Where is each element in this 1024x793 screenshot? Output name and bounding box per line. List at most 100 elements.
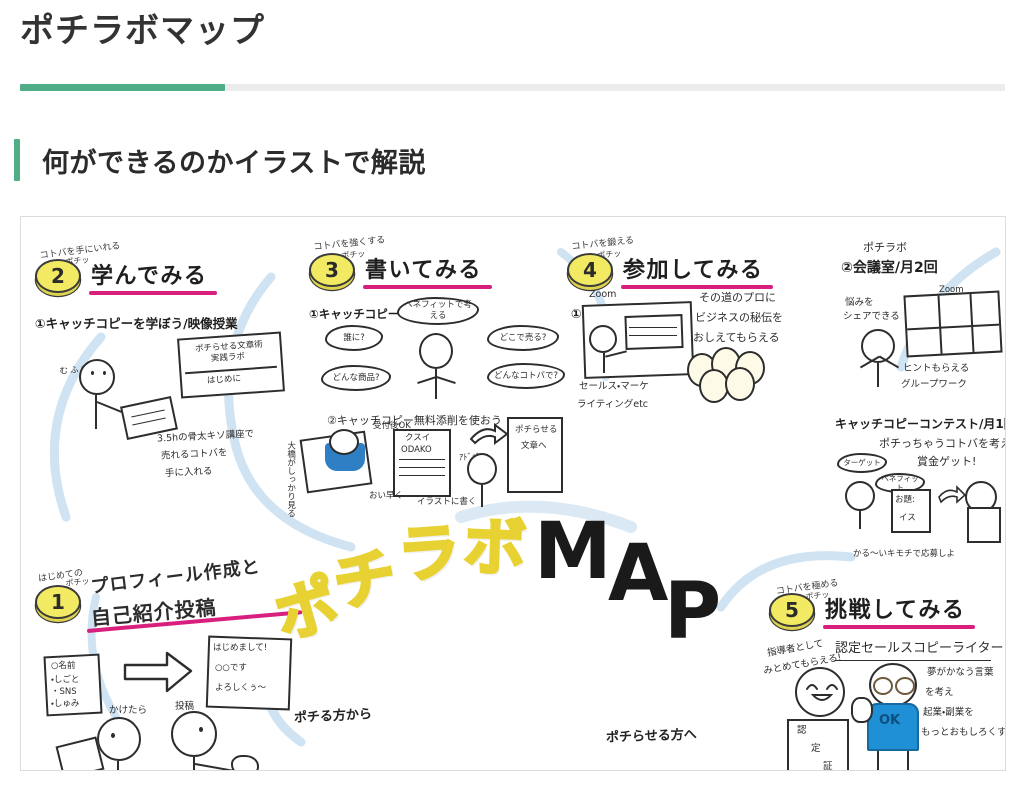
section-1-field-sns: ・SNS — [51, 687, 77, 697]
section-4: コトバを鍛える ポチッ 4 参加してみる ①セミナー/月1回 Zoom — [567, 229, 827, 410]
section-2-title-row: 2 学んでみる — [35, 259, 305, 295]
right-column: ポチラボ ②会議室/月2回 Zoom 悩みを シェアできる ヒントもらえる — [833, 241, 1005, 559]
right-question-box — [891, 489, 931, 533]
section-3-item-2: ②キャッチコピー無料添削を使おう — [327, 414, 502, 427]
section-3-result-2: 文章へ — [521, 441, 547, 451]
right-note-3: ヒントもらえる — [903, 363, 970, 374]
arrow-right-icon — [938, 485, 967, 504]
section-5-item-1: 認定セールスコピーライター — [835, 641, 1004, 657]
section-5-person-shirt — [867, 703, 919, 751]
section-1-field-hobby: ・しゅみ — [51, 699, 80, 709]
section-4-note-4: セールス・マーケ — [579, 381, 649, 392]
section-3-result-1: ポチらせる — [515, 425, 558, 435]
coin-disc-icon — [35, 259, 81, 294]
stick-figure-head-icon — [467, 453, 497, 485]
logo-caption-right: ポチらせる方へ — [605, 727, 697, 746]
section-3-bubble-words: どんなコトバで? — [487, 363, 565, 389]
right-note-4: グループワーク — [901, 379, 967, 390]
right-note-2: シェアできる — [843, 311, 900, 322]
logo-map-p: P — [664, 567, 721, 657]
stick-figure-head-icon — [419, 333, 453, 369]
stick-body — [481, 485, 483, 507]
coin-disc-icon — [35, 585, 81, 620]
right-item-2: ②会議室/月2回 — [839, 259, 941, 278]
eye-icon — [111, 733, 115, 738]
logo-char-3: ラ — [394, 513, 464, 593]
section-3-result-doc — [507, 417, 563, 493]
stick-figure-head-icon — [795, 667, 845, 717]
right-zoom-label: Zoom — [939, 285, 964, 295]
section-4-note-3: おしえてもらえる — [693, 331, 780, 344]
logo-char-2: チ — [327, 537, 404, 623]
section-1-post-line3: よろしくぅ～ — [215, 683, 267, 693]
stick-body — [603, 353, 605, 373]
section-4-note-1: その道のプロに — [699, 291, 776, 304]
section-3-doc — [393, 429, 451, 497]
glasses-left-icon — [873, 677, 893, 695]
right-lab-label: ポチラボ — [863, 241, 907, 254]
section-3-note-hurry: おい早く — [369, 491, 404, 501]
right-question-label: お題: — [895, 495, 915, 505]
section-5: コトバを極める ポチッ 5 挑戦してみる 認定セールスコピーライター 指導者とし… — [757, 571, 1005, 770]
section-4-zoom-label: Zoom — [589, 289, 617, 300]
audience-head-icon — [725, 367, 755, 401]
section-5-number-badge: 5 — [769, 593, 815, 628]
eye-icon — [91, 371, 94, 375]
section-5-note-3: 夢がかなう言葉 — [927, 667, 994, 678]
slide-line — [629, 335, 677, 336]
section-4-number: 4 — [583, 258, 597, 283]
eye-icon — [199, 727, 203, 732]
section-5-item-underline — [835, 659, 991, 662]
right-bubble-target: ターゲット — [837, 453, 887, 473]
stick-body — [95, 395, 97, 429]
section-1-number: 1 — [51, 590, 65, 615]
coin-disc-icon — [309, 253, 355, 288]
title-underline-fill — [20, 84, 225, 91]
slide-line — [629, 327, 677, 328]
logo-char-4: ボ — [461, 508, 529, 586]
section-1-field-name: ○名前 — [51, 661, 76, 671]
arrow-right-icon — [123, 651, 193, 693]
section-3-note-watch: 大橋がしっかり見る — [285, 441, 296, 518]
doc-line — [399, 459, 445, 461]
section-5-note-5: 起業・副業を — [923, 707, 974, 718]
section-3-doc-title: クスイ — [405, 433, 431, 443]
section-4-slide — [624, 313, 684, 351]
section-5-ok-badge: OK — [879, 713, 901, 728]
section-4-note-5: ライティングetc — [577, 399, 649, 410]
section-5-note-4: を考え — [925, 687, 954, 698]
section-3-bubble-benefit: ベネフィットで考える — [397, 297, 479, 325]
stick-figure-head-icon — [329, 429, 359, 455]
section-5-number: 5 — [785, 598, 799, 623]
right-contest-note-1: ポチっちゃうコトバを考えて — [879, 437, 1005, 450]
leg — [877, 751, 879, 770]
center-logo: ポ チ ラ ボ M A P ポチる方から ポチらせる方へ — [266, 508, 722, 767]
right-question-value: イス — [899, 513, 916, 523]
section-2-title: 学んでみる — [88, 263, 218, 295]
section-3-note-illust: イラストに書く — [417, 497, 477, 507]
section-5-title-row: 5 挑戦してみる — [769, 593, 1005, 629]
section-3-bubble-who: 誰に? — [325, 325, 383, 351]
right-prize-card — [967, 507, 1001, 543]
section-4-number-badge: 4 — [567, 253, 613, 288]
page-title: ポチラボマップ — [20, 12, 265, 50]
section-3-title: 書いてみる — [363, 257, 492, 289]
section-5-note-6: もっとおもしろくする — [921, 727, 1006, 738]
right-contest-note-2: 賞金ゲット! — [917, 455, 977, 468]
right-contest-title: キャッチコピーコンテスト/月1回 — [833, 417, 1005, 433]
section-2-note-3: 手に入れる — [164, 465, 213, 480]
section-3-doc-sub: ODAKO — [401, 445, 432, 455]
section-4-title: 参加してみる — [620, 257, 774, 289]
section-3: コトバを強くする ポチッ 3 書いてみる ①キャッチコピーの案を書く ベネフィッ… — [286, 229, 577, 518]
section-5-cert-char-3: 証 — [823, 761, 833, 771]
right-note-1: 悩みを — [845, 297, 874, 308]
doc-line — [399, 475, 445, 477]
zoom-grid-icon — [903, 290, 1003, 358]
coin-disc-icon — [567, 253, 613, 288]
section-3-number-badge: 3 — [309, 253, 355, 288]
section-1-post-line2: ○○です — [215, 663, 247, 673]
coin-disc-icon — [769, 593, 815, 628]
subheading-accent-bar — [14, 139, 20, 181]
stick-figure-head-icon — [171, 711, 217, 757]
section-5-cert-char-1: 認 — [797, 725, 807, 736]
